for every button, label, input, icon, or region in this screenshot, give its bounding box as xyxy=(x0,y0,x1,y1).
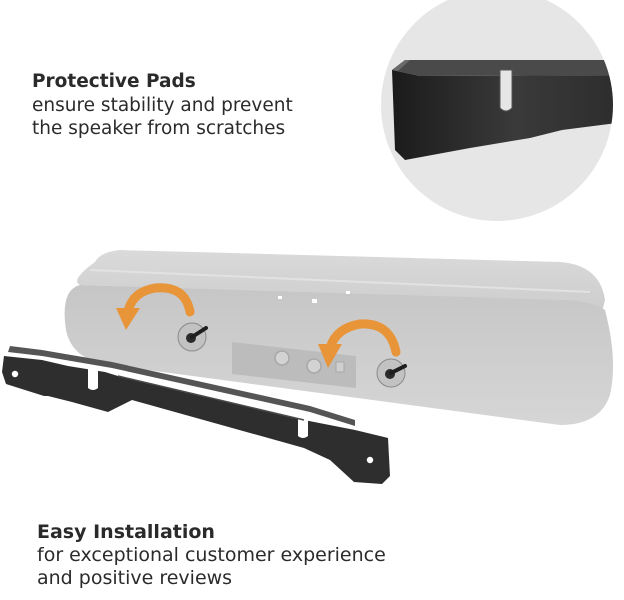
zoom-detail-circle xyxy=(381,0,613,221)
protective-pads-description-line-2: the speaker from scratches xyxy=(32,118,286,139)
mounting-screw-left xyxy=(177,322,208,352)
rotation-arrow-left xyxy=(116,283,195,330)
protective-pads-title: Protective Pads xyxy=(32,71,196,92)
mounting-screw-right xyxy=(376,358,407,388)
protective-pads-description-line-1: ensure stability and prevent xyxy=(32,95,293,116)
easy-installation-callout: Easy Installation for exceptional custom… xyxy=(37,520,386,590)
rotation-arrow-right xyxy=(318,319,401,368)
protective-pads-callout: Protective Pads ensure stability and pre… xyxy=(32,70,293,140)
easy-installation-description-line-2: and positive reviews xyxy=(37,567,233,589)
protective-pad-closeup xyxy=(392,60,613,160)
easy-installation-title: Easy Installation xyxy=(37,521,215,543)
wall-mount-bracket xyxy=(2,346,390,484)
easy-installation-description-line-1: for exceptional customer experience xyxy=(37,544,386,566)
